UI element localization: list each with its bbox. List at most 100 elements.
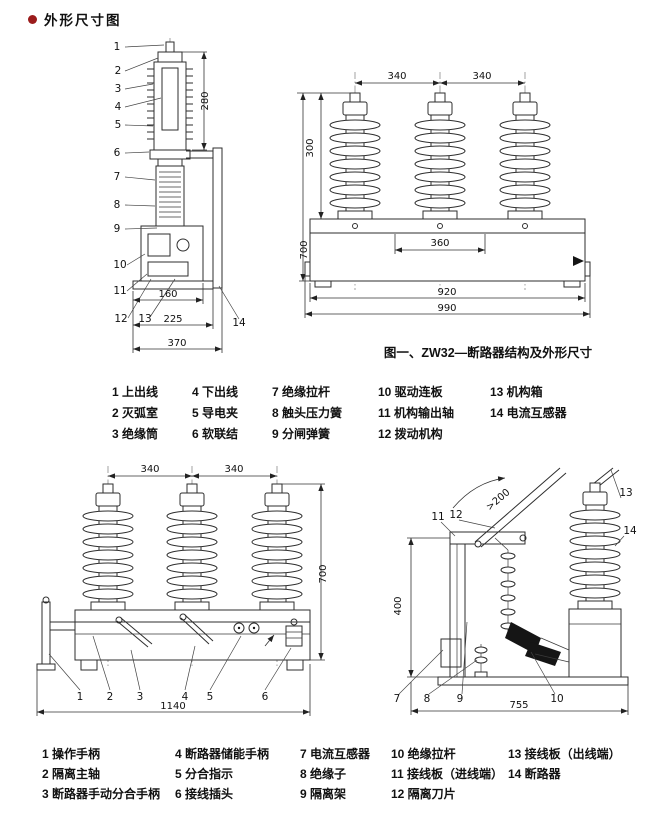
bushing-b [414,92,466,220]
legend-item: 13 接线板（出线端） [508,747,621,761]
blade-contact [525,642,561,666]
legend-item: 9 隔离架 [300,787,347,801]
legend-item: 1 上出线 [112,385,159,399]
fig2-side-view-drawing: >200 400 755 7 8 9 10 11 12 13 14 [393,467,637,715]
fig2-top-dimensions: 340 340 [108,464,277,479]
callout-9: 9 [114,223,121,235]
dim-label-920: 920 [437,287,456,298]
fig1-bottom-dimensions: 920 990 [304,276,591,318]
dim-label-400: 400 [393,596,404,615]
legend-item: 4 下出线 [192,385,239,399]
open-close-indicator-icon [233,622,245,634]
breaker-body [568,608,622,678]
dim-label-gt200: >200 [484,487,512,513]
dim-label-340-left: 340 [140,464,159,475]
legend-item: 10 绝缘拉杆 [391,747,456,761]
fig2-legend: 1 操作手柄 4 断路器储能手柄 7 电流互感器 10 绝缘拉杆 13 接线板（… [42,744,621,804]
section-title: 外形尺寸图 [44,13,122,28]
legend-item [508,784,621,804]
fig1-side-dimensions: 280 160 225 370 [132,51,223,353]
legend-item: 10 驱动连板 [378,385,443,399]
dim-label-280: 280 [200,91,211,110]
dim-label-225: 225 [163,314,182,325]
legend-item: 14 电流互感器 [490,406,567,420]
callout-5: 5 [115,119,122,131]
callout-7: 7 [114,171,121,183]
breaker-pole-structure [132,41,223,290]
legend-item: 2 灭弧室 [112,406,159,420]
fig1-side-callouts: 1 2 3 4 5 6 7 8 9 10 11 12 13 14 [113,41,246,329]
dim-label-700: 700 [299,240,310,259]
legend-item: 11 接线板（进线端） [391,767,504,781]
fig2-side-callouts: 7 8 9 10 11 12 13 14 [394,487,637,705]
legend-item: 5 导电夹 [192,406,239,420]
legend-item: 11 机构输出轴 [378,406,455,420]
callout-12: 12 [114,313,127,325]
callout-3: 3 [115,83,122,95]
fig2-bottom-dimension: 1140 [36,664,311,716]
dim-label-340-left: 340 [387,71,406,82]
legend-item: 12 拨动机构 [378,427,443,441]
dim-label-370: 370 [167,338,186,349]
dim-label-755: 755 [509,700,528,711]
legend-item: 12 隔离刀片 [391,787,456,801]
legend-item: 6 接线插头 [175,787,234,801]
legend-item: 8 绝缘子 [300,767,347,781]
bushing-c [251,483,303,611]
callout-7: 7 [394,693,401,705]
legend-item: 3 绝缘筒 [112,427,159,441]
legend-item: 14 断路器 [508,767,561,781]
fig1-legend: 1 上出线 4 下出线 7 绝缘拉杆 10 驱动连板 13 机构箱 2 灭弧室 … [112,382,567,445]
wiring-plug [285,625,303,647]
outgoing-terminal [592,467,620,487]
arrow-mark-icon [264,634,275,647]
dim-label-160: 160 [158,289,177,300]
section-header: 外形尺寸图 [28,9,122,29]
legend-item: 13 机构箱 [490,385,543,399]
callout-4: 4 [182,691,189,703]
callout-8: 8 [424,693,431,705]
rotation-arc-icon [452,476,506,509]
callout-8: 8 [114,199,121,211]
callout-6: 6 [262,691,269,703]
legend-item: 2 隔离主轴 [42,767,101,781]
open-close-indicator-icon [248,622,260,634]
fig1-left-dimensions: 300 700 [297,92,350,282]
dim-label-300: 300 [305,138,316,157]
callout-1: 1 [77,691,84,703]
bushing-b [166,483,218,611]
dim-label-1140: 1140 [160,701,185,712]
bushing-a [82,483,134,611]
direction-arrow-icon [573,256,584,266]
fig2-side-callout-leaders [398,469,625,695]
fig1-side-view-drawing: 1 2 3 4 5 6 7 8 9 10 11 12 13 14 280 160… [113,38,246,353]
bullet-icon [28,14,37,24]
operating-handle [36,596,75,671]
callout-6: 6 [114,147,121,159]
legend-item: 7 电流互感器 [300,747,371,761]
fig1-front-view-drawing: 340 340 360 300 700 920 990 [297,71,591,318]
isolating-blade [474,467,567,548]
isolator-structure [437,467,629,686]
dim-label-700: 700 [318,564,329,583]
callout-13: 13 [138,313,151,325]
legend-item: 1 操作手柄 [42,747,101,761]
callout-10: 10 [113,259,126,271]
legend-item: 4 断路器储能手柄 [175,747,270,761]
fig2-front-callouts: 1 2 3 4 5 6 [77,691,269,703]
dim-label-360: 360 [430,238,449,249]
fig2-front-view-drawing: 340 340 700 1140 [36,464,329,716]
callout-2: 2 [115,65,122,77]
fig1-inner-dimension: 360 [394,234,486,254]
callout-10: 10 [550,693,563,705]
callout-14: 14 [623,525,637,537]
current-transformer [440,638,462,668]
callout-5: 5 [207,691,214,703]
bushing-c [499,92,551,220]
callout-2: 2 [107,691,114,703]
dim-label-340-right: 340 [472,71,491,82]
callout-11: 11 [113,285,126,297]
bushing [569,482,621,610]
callout-3: 3 [137,691,144,703]
callout-11: 11 [431,511,444,523]
